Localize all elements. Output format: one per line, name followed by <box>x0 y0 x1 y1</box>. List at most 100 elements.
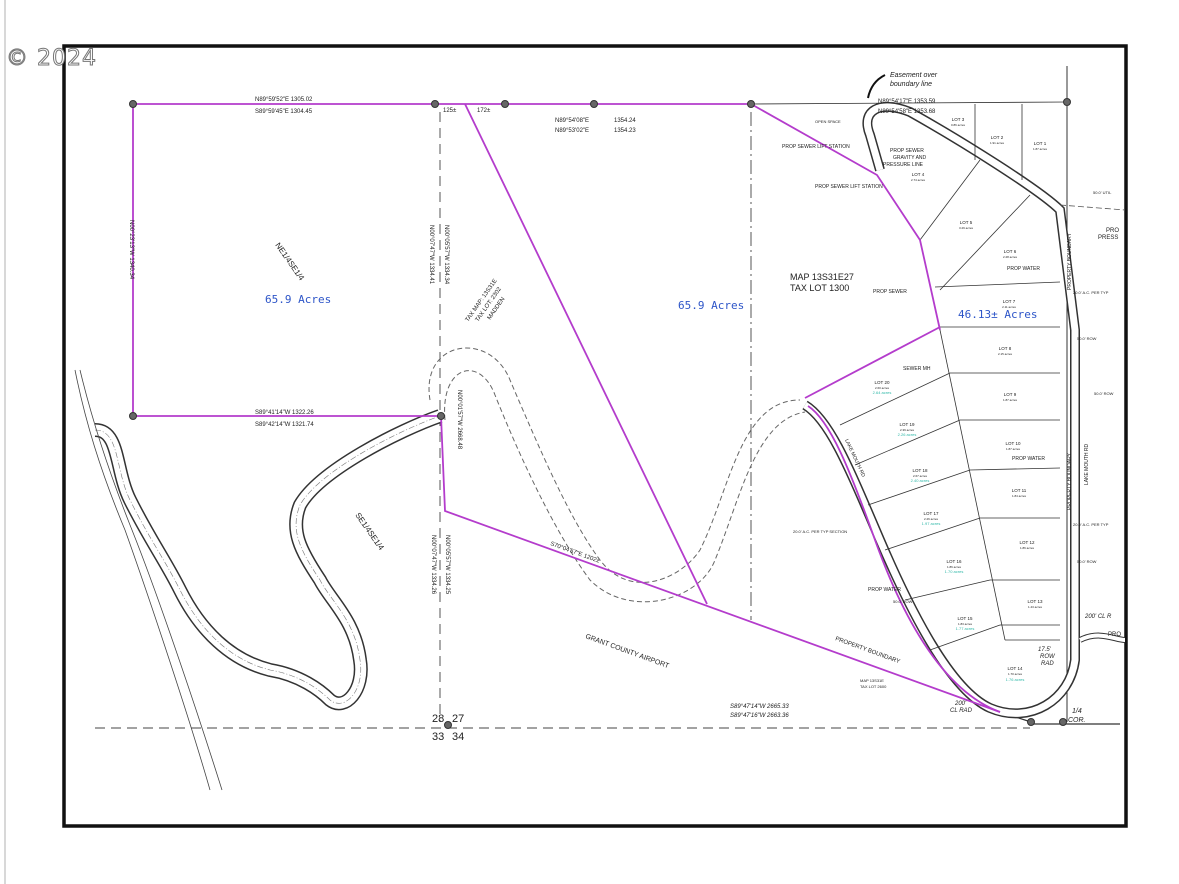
acres-ne-quarter: 65.9 Acres <box>265 293 331 306</box>
map-linework <box>437 412 445 420</box>
section-lines <box>95 101 1120 729</box>
bearing-labels: N89°59'52"E 1305.02 S89°59'45"E 1304.45 … <box>128 97 936 719</box>
bearings-top-right-1: N89°54'17"E 1353.59 <box>878 99 936 105</box>
lots-19-name: LOT 20 <box>875 380 890 385</box>
lot-labels: LOT 11.87 acres LOT 21.91 acres LOT 30.8… <box>873 117 1048 682</box>
lots-18-area: 2.39 acres <box>900 428 915 432</box>
annotations-util-1: 50.0' UTIL <box>1093 190 1112 195</box>
lot-lines <box>839 104 1061 651</box>
lots-19-alt: 2.64 acres <box>873 390 892 395</box>
lots-8-area: 1.87 acres <box>1003 398 1018 402</box>
annotations-section-34: 34 <box>452 731 464 743</box>
map-linework <box>969 467 1061 471</box>
se-quarter-label: SE1/4SE1/4 <box>353 511 386 552</box>
bearings-top-left-2: S89°59'45"E 1304.45 <box>255 109 313 115</box>
lots-10-name: LOT 11 <box>1012 488 1027 493</box>
annotations-row-2: 50.0' ROW <box>1077 559 1097 564</box>
left-access-road <box>74 369 443 791</box>
lots-2-area: 0.86 acres <box>951 123 966 127</box>
lot-2: LOT 21.91 acres <box>990 135 1005 145</box>
map-frame <box>62 44 1128 828</box>
annotations-prop-water-2: PROP WATER <box>1012 456 1045 462</box>
annotations-pro-right: PRO <box>1108 632 1121 638</box>
map-linework <box>1059 204 1126 211</box>
acres-center: 65.9 Acres <box>678 299 744 312</box>
lots-14-name: LOT 15 <box>958 616 973 621</box>
lots-1-name: LOT 2 <box>991 135 1004 140</box>
annotations-map-bottom-2: TAX LOT 2600 <box>860 684 887 689</box>
lots-18-name: LOT 19 <box>900 422 915 427</box>
map-linework <box>444 721 452 729</box>
map-linework <box>839 372 951 426</box>
map-linework <box>750 101 1068 105</box>
lot-3: LOT 30.86 acres <box>951 117 966 127</box>
annotations-row-3: 50.0' ROW <box>893 599 913 604</box>
lots-7-name: LOT 8 <box>999 346 1012 351</box>
annotations-property-boundary: PROPERTY BOUNDARY <box>834 636 900 665</box>
lots-16-area: 2.26 acres <box>924 517 939 521</box>
lots-17-area: 2.67 acres <box>913 474 928 478</box>
annotations-sewer-mh: SEWER MH <box>903 366 931 372</box>
annotations-quarter-cor-1: 1/4 <box>1072 708 1082 715</box>
annotations-property-boundary-v2: PROPERTY BOUNDARY <box>1067 452 1073 510</box>
lots-17-name: LOT 18 <box>913 468 928 473</box>
map-linework <box>904 579 991 601</box>
annotations-pro-press-2: PRESS <box>1098 235 1118 241</box>
annotations-map-2: TAX LOT 1300 <box>790 283 849 293</box>
lots-0-name: LOT 1 <box>1034 141 1047 146</box>
lots-1-area: 1.91 acres <box>990 141 1005 145</box>
lots-11-area: 1.86 acres <box>1020 546 1035 550</box>
map-linework <box>867 469 971 506</box>
map-linework <box>444 370 806 603</box>
annotations-cl-rad-2: CL RAD <box>950 708 973 714</box>
annotations-ac-typ-2: 20.0' A.C. PER TYP <box>1073 522 1109 527</box>
map-linework <box>79 369 223 791</box>
lot-5: LOT 53.29 acres <box>959 220 974 230</box>
lot-1: LOT 11.87 acres <box>1033 141 1048 151</box>
lot-7: LOT 72.11 acres <box>1002 299 1016 309</box>
bearings-dist-125: 125± <box>443 108 457 114</box>
annotations-airport: GRANT COUNTY AIRPORT <box>584 633 670 670</box>
lots-14-area: 1.83 acres <box>958 622 973 626</box>
lots-17-alt: 2.40 acres <box>911 478 930 483</box>
map-linework <box>94 415 441 704</box>
map-linework <box>74 369 211 791</box>
annotations-prop-sewer: PROP SEWER <box>873 289 907 295</box>
map-linework <box>94 410 442 709</box>
bearings-left-vert: N00°23'13"W 1340.34 <box>128 220 134 280</box>
annotations-row-4: 50.0' ROW <box>1094 391 1114 396</box>
lots-15-area: 1.86 acres <box>947 565 962 569</box>
annotations-quarter-cor-2: COR. <box>1068 717 1086 724</box>
annotations: Easement over boundary line TAX MAP: 13S… <box>432 72 1121 743</box>
map-linework <box>934 281 1061 288</box>
annotations-ac-typ-1: 20.0' A.C. PER TYP <box>1073 290 1109 295</box>
bearings-bottom-2: S89°47'16"W 2663.36 <box>730 713 789 719</box>
annotations-road-name-right: LAKE MOUTH RD <box>1084 443 1090 485</box>
bearings-top-mid-2: N89°53'02"E <box>555 128 589 134</box>
map-linework <box>919 159 981 241</box>
lots-12-area: 1.43 acres <box>1028 605 1043 609</box>
lots-7-area: 2.15 acres <box>998 352 1013 356</box>
lots-8-name: LOT 9 <box>1004 392 1017 397</box>
map-linework <box>1059 718 1067 726</box>
annotations-section-33: 33 <box>432 731 444 743</box>
annotations-sewer-lift-1: PROP SEWER LIFT STATION <box>782 144 850 150</box>
annotations-map-1: MAP 13S31E27 <box>790 272 854 282</box>
map-linework <box>807 405 1001 713</box>
annotations-prop-water-3: PROP WATER <box>868 587 901 593</box>
subdivision-road <box>802 101 1126 719</box>
lots-19-area: 2.60 acres <box>875 386 890 390</box>
annotations-easement-1: Easement over <box>890 72 938 79</box>
annotations-sewer-lift-2: PROP SEWER LIFT STATION <box>815 184 883 190</box>
page-edge <box>4 0 6 884</box>
annotations-ac-typ-section: 20.0' A.C. PER TYP SECTION <box>793 529 847 534</box>
lots-3-area: 2.74 acres <box>911 178 926 182</box>
lots-15-alt: 1.70 acres <box>945 569 964 574</box>
lots-15-name: LOT 16 <box>947 559 962 564</box>
map-linework <box>747 100 755 108</box>
